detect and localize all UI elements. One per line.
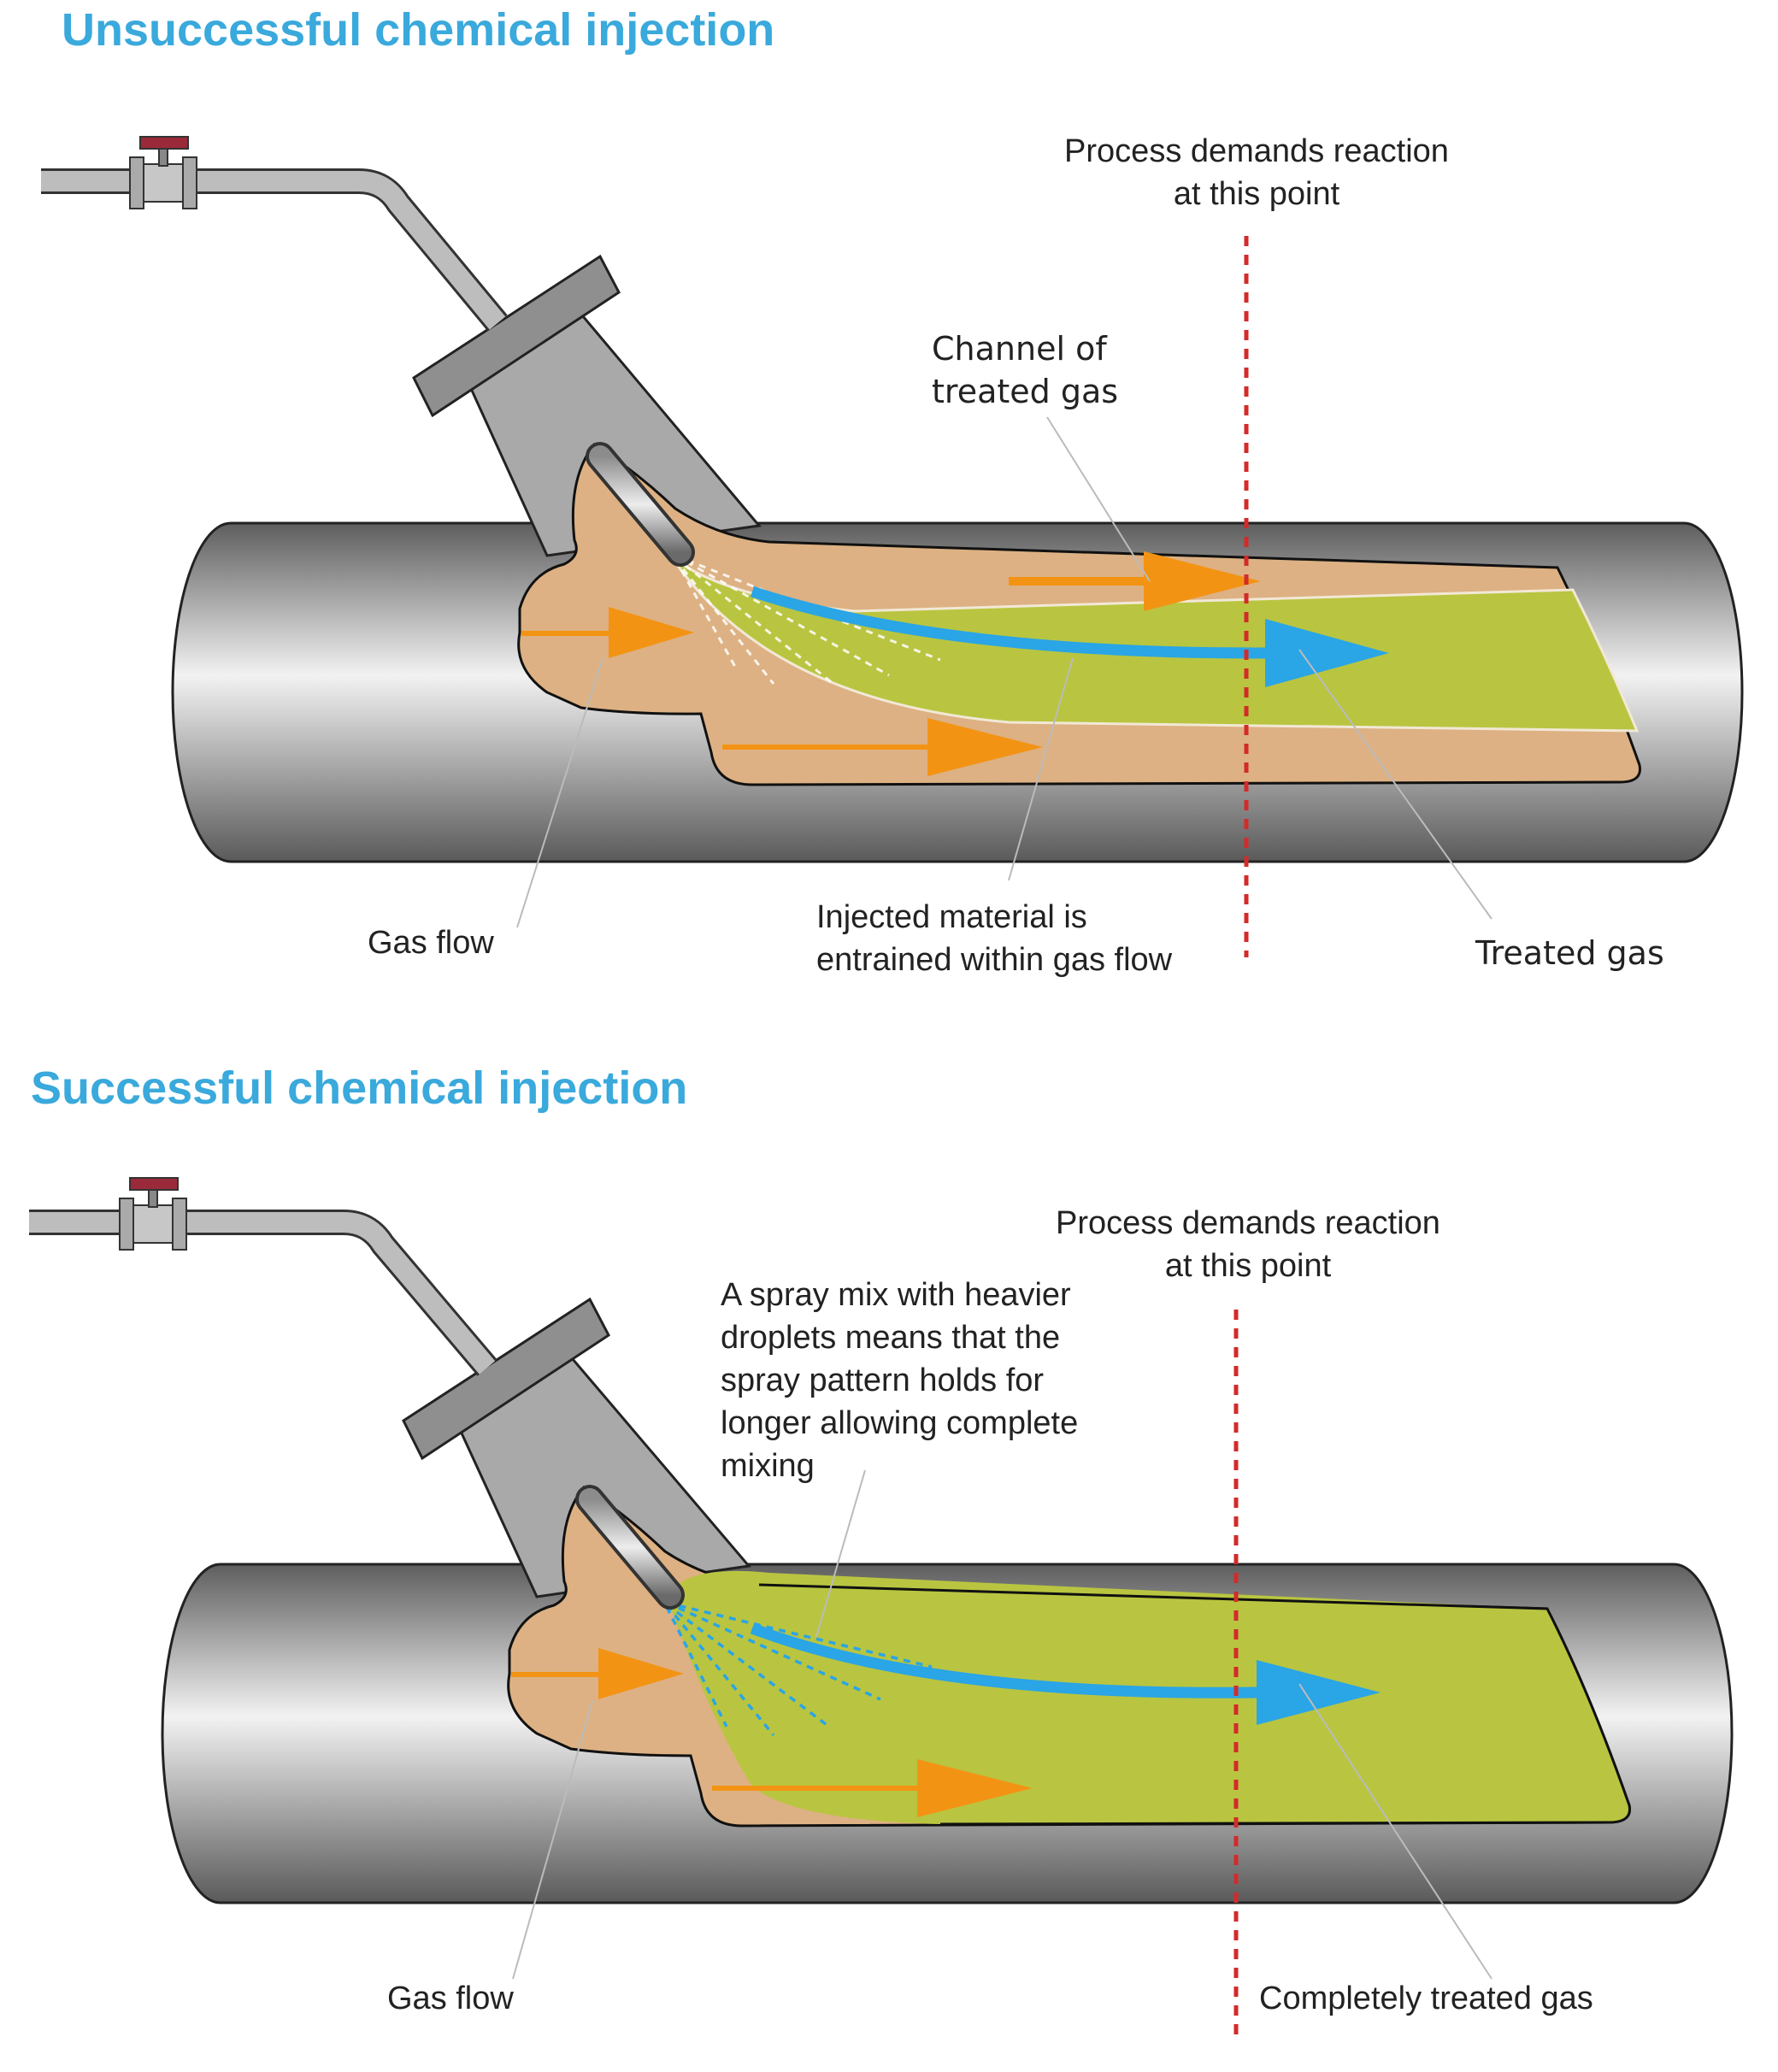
treated-flow-arrowhead bbox=[1265, 619, 1389, 687]
injection-lance bbox=[589, 445, 692, 563]
supply-line bbox=[29, 1212, 496, 1374]
valve-stem bbox=[148, 1187, 158, 1208]
treated-gas-outline bbox=[758, 1583, 1631, 1826]
treated-flow-arrow bbox=[750, 586, 1266, 659]
gas-flow-label-bottom: Gas flow bbox=[387, 1981, 514, 2016]
valve-body bbox=[132, 1204, 174, 1244]
gas-flow-label-top: Gas flow bbox=[368, 925, 494, 961]
valve-handle-icon bbox=[139, 136, 189, 150]
entrained-label: Injected material is entrained within ga… bbox=[816, 899, 1173, 978]
unsuccessful-title: Unsuccessful chemical injection bbox=[62, 4, 775, 56]
successful-title: Successful chemical injection bbox=[31, 1062, 688, 1114]
spray-mix-label: A spray mix with heavier droplets means … bbox=[721, 1277, 1079, 1484]
treated-flow-arrow bbox=[750, 1622, 1257, 1698]
valve-handle-icon bbox=[129, 1177, 179, 1191]
injection-flange bbox=[412, 254, 621, 418]
treated-flow-arrowhead bbox=[1257, 1660, 1381, 1725]
treated-gas-label: Treated gas bbox=[1475, 934, 1664, 972]
valve-flange-left bbox=[119, 1198, 134, 1251]
leader-lines bbox=[516, 416, 1492, 928]
successful-injection-diagram bbox=[29, 1177, 1734, 2043]
completely-treated-label: Completely treated gas bbox=[1259, 1981, 1593, 2016]
injection-lance bbox=[579, 1488, 681, 1606]
injection-flange bbox=[402, 1297, 610, 1461]
channel-label: Channel of treated gas bbox=[932, 330, 1119, 410]
supply-line bbox=[41, 171, 506, 330]
gas-flow-arrows bbox=[511, 1648, 1033, 1817]
valve-flange-right bbox=[172, 1198, 187, 1251]
valve-stem bbox=[158, 146, 168, 167]
reaction-label-top: Process demands reaction at this point bbox=[1064, 133, 1449, 212]
spray-pattern bbox=[665, 1601, 933, 1737]
valve-flange-left bbox=[129, 156, 144, 209]
gas-flow-arrows bbox=[521, 551, 1261, 776]
valve-body bbox=[143, 163, 184, 203]
leader-lines bbox=[512, 1469, 1492, 1980]
reaction-label-bottom: Process demands reaction at this point bbox=[1056, 1205, 1440, 1284]
valve-flange-right bbox=[182, 156, 197, 209]
treated-gas-region bbox=[667, 1570, 1630, 1824]
unsuccessful-injection-diagram bbox=[41, 136, 1744, 957]
